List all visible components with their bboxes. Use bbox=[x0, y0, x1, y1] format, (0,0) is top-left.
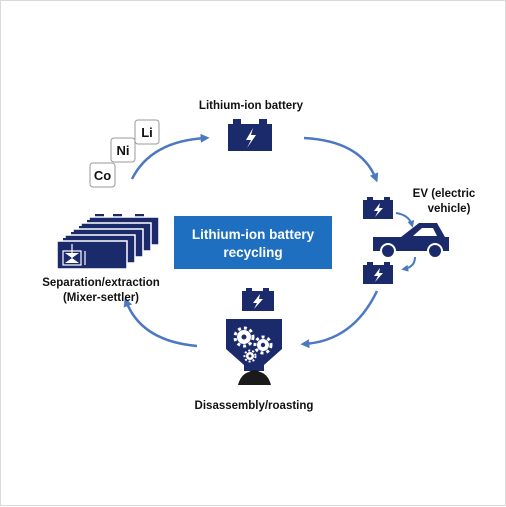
element-label: Ni bbox=[117, 143, 130, 158]
battery-icon bbox=[363, 262, 393, 284]
black-mass-icon bbox=[238, 370, 271, 385]
arrow-disassembly-to-separation bbox=[123, 297, 198, 348]
element-label: Li bbox=[141, 125, 153, 140]
element-tile-ni: Ni bbox=[110, 137, 136, 163]
mixer-settler-icon bbox=[56, 214, 160, 270]
arrow-battery-into-ev bbox=[395, 212, 415, 228]
arrow-battery-out-of-ev bbox=[401, 256, 416, 272]
gear-icon bbox=[233, 326, 255, 348]
gear-icon bbox=[253, 335, 273, 355]
battery-icon bbox=[228, 119, 272, 151]
arrow-elements-to-battery bbox=[130, 133, 210, 180]
element-tile-li: Li bbox=[134, 119, 160, 145]
element-tile-co: Co bbox=[89, 162, 116, 188]
center-label-box bbox=[174, 216, 332, 269]
gear-icon bbox=[243, 349, 257, 363]
ev-label-line1: EV (electric bbox=[413, 188, 476, 200]
separation-label-line2: (Mixer-settler) bbox=[63, 292, 139, 304]
disassembly-label: Disassembly/roasting bbox=[195, 400, 314, 412]
center-label-line1: Lithium-ion battery bbox=[192, 227, 315, 242]
arrow-battery-to-ev bbox=[303, 136, 379, 183]
ev-label-line2: vehicle) bbox=[428, 203, 471, 215]
separation-label-line1: Separation/extraction bbox=[42, 277, 160, 289]
battery-icon bbox=[363, 197, 393, 219]
arrow-ev-to-disassembly bbox=[300, 290, 379, 349]
ev-car-icon bbox=[373, 223, 449, 259]
element-label: Co bbox=[94, 168, 111, 183]
battery-icon bbox=[242, 288, 274, 311]
battery-label: Lithium-ion battery bbox=[199, 100, 304, 112]
center-label-line2: recycling bbox=[223, 245, 282, 260]
